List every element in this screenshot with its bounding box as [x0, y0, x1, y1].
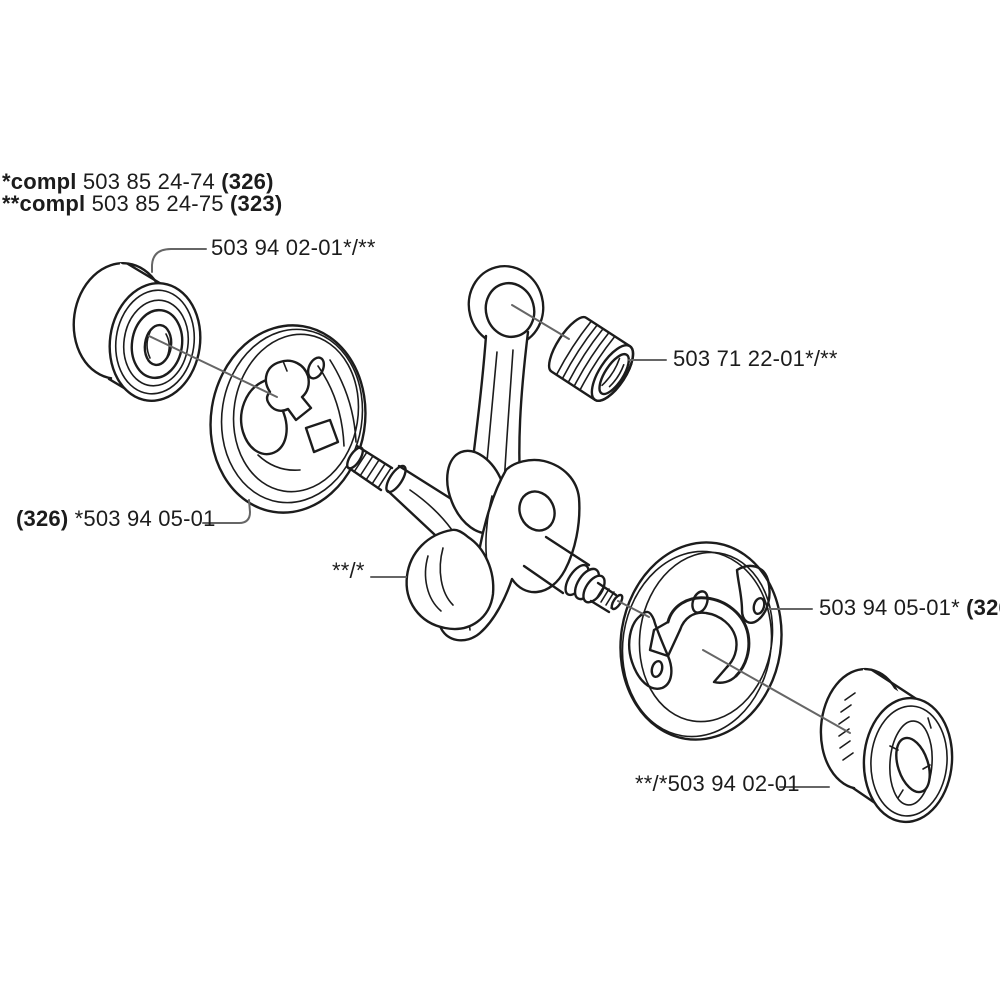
label-left-flywheel-part-number: (326) *503 94 05-01: [16, 507, 216, 530]
left-flywheel-part-number: *503 94 05-01: [74, 506, 216, 531]
label-needle-bearing-part-number: 503 71 22-01*/**: [673, 347, 838, 370]
compl-number-1: 503 85 24-74: [82, 169, 215, 194]
label-right-flywheel-part-number: 503 94 05-01* (326): [819, 596, 1000, 619]
compl-assembly-line-2: **compl 503 85 24-75 (323): [2, 192, 282, 215]
crankshaft: [346, 264, 624, 642]
label-top-bearing-part-number: 503 94 02-01*/**: [211, 236, 376, 259]
leader-left-flywheel: [202, 499, 252, 524]
compl-code-1: (326): [221, 169, 274, 194]
label-bottom-bearing-part-number: **/*503 94 02-01: [635, 772, 800, 795]
left-flywheel-model-code: (326): [16, 506, 69, 531]
top-bearing-part-number: 503 94 02-01*/**: [211, 235, 376, 260]
flywheel-right: [619, 541, 783, 741]
axis-rod-to-needle-bearing: [511, 304, 570, 340]
compl-prefix-1: *compl: [2, 169, 77, 194]
compl-number-2: 503 85 24-75: [91, 191, 224, 216]
right-flywheel-model-code: (326): [966, 595, 1000, 620]
ball-bearing-top: [72, 262, 202, 402]
compl-code-2: (323): [230, 191, 283, 216]
needle-bearing-part-number: 503 71 22-01*/**: [673, 346, 838, 371]
crankshaft-marker: **/*: [332, 558, 365, 583]
label-crankshaft-marker: **/*: [332, 559, 365, 582]
compl-prefix-2: **compl: [2, 191, 86, 216]
compl-assembly-line-1: *compl 503 85 24-74 (326): [2, 170, 274, 193]
leader-top-bearing: [151, 248, 207, 273]
right-flywheel-part-number: 503 94 05-01*: [819, 595, 960, 620]
needle-bearing: [547, 316, 635, 402]
bottom-bearing-part-number: **/*503 94 02-01: [635, 771, 800, 796]
axis-stub-to-right-flywheel: [617, 600, 650, 618]
axis-bearing-to-left-flywheel: [148, 335, 278, 398]
flywheel-left: [209, 324, 367, 514]
axis-flywheel-to-bottom-bearing: [702, 649, 851, 734]
ball-bearing-bottom: [819, 667, 954, 824]
